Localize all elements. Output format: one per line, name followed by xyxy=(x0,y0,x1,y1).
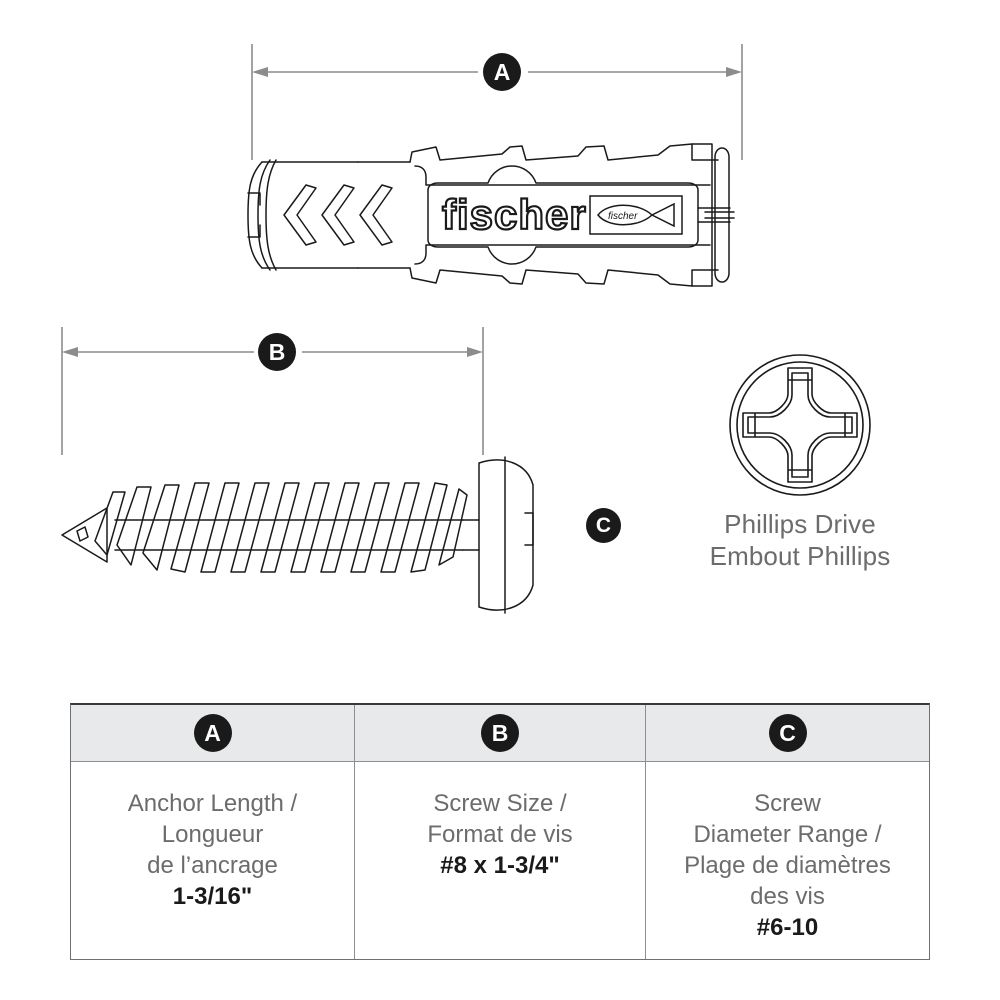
svg-text:fischer: fischer xyxy=(608,211,638,222)
badge-a-header-label: A xyxy=(204,719,221,746)
badge-a-dimension: A xyxy=(483,53,521,91)
badge-b-label: B xyxy=(268,338,286,365)
screw-threads xyxy=(94,482,468,573)
drive-caption: Phillips Drive Embout Phillips xyxy=(650,508,950,572)
header-cell-b: B xyxy=(355,705,646,761)
header-cell-a: A xyxy=(71,705,355,761)
spec-line: Format de vis xyxy=(427,821,573,848)
header-cell-c: C xyxy=(646,705,929,761)
spec-value-screw-size: #8 x 1-3/4" xyxy=(440,852,560,879)
spec-line: Longueur xyxy=(161,821,264,848)
fischer-wall-anchor-icon: fischer fischer xyxy=(247,143,735,287)
spec-line: Anchor Length / xyxy=(127,790,298,817)
badge-a-label: A xyxy=(493,58,511,85)
spec-cell-anchor-length: Anchor Length / Longueur de l’ancrage 1-… xyxy=(71,762,355,959)
phillips-drive-icon xyxy=(729,354,871,496)
drive-caption-fr: Embout Phillips xyxy=(709,541,891,571)
spec-cell-screw-diameter-range: Screw Diameter Range / Plage de diamètre… xyxy=(646,762,929,959)
spec-value-screw-diameter-range: #6-10 xyxy=(756,914,819,941)
badge-c-label: C xyxy=(595,514,612,537)
dim-arrowheads-a xyxy=(252,67,742,77)
badge-b-header: B xyxy=(481,714,519,752)
badge-b-header-label: B xyxy=(491,719,509,746)
fischer-wordmark: fischer xyxy=(442,191,587,238)
drive-cross-bevel xyxy=(747,372,853,478)
dimension-b-graphic xyxy=(61,327,484,455)
badge-b-dimension: B xyxy=(258,333,296,371)
drive-caption-en: Phillips Drive xyxy=(724,509,876,539)
spec-line: Screw xyxy=(754,790,821,817)
badge-c-header-label: C xyxy=(779,719,796,746)
spec-cell-screw-size: Screw Size / Format de vis #8 x 1-3/4" xyxy=(355,762,646,959)
fischer-fish-emblem: fischer xyxy=(589,195,683,235)
badge-c-header: C xyxy=(768,714,807,752)
dimension-a-graphic xyxy=(251,44,743,160)
badge-c-callout: C xyxy=(586,508,621,543)
pan-head-wood-screw-icon xyxy=(61,456,534,614)
drive-outer-circle xyxy=(729,354,871,496)
spec-line: Plage de diamètres xyxy=(684,852,891,879)
spec-line: Screw Size / xyxy=(433,790,567,817)
spec-line: de l’ancrage xyxy=(147,852,278,879)
spec-line: des vis xyxy=(750,883,825,910)
badge-a-header: A xyxy=(193,714,232,752)
spec-value-anchor-length: 1-3/16" xyxy=(172,883,253,910)
spec-table-body-row: Anchor Length / Longueur de l’ancrage 1-… xyxy=(71,762,929,959)
drive-cross-outline xyxy=(742,367,858,483)
dim-arrowheads-b xyxy=(62,347,483,357)
drive-inner-circle xyxy=(736,361,864,489)
spec-table-header-row: A B C xyxy=(71,705,929,762)
spec-line: Diameter Range / xyxy=(693,821,882,848)
spec-table: A B C Anchor Length / Longueur de l’ancr… xyxy=(70,703,930,960)
